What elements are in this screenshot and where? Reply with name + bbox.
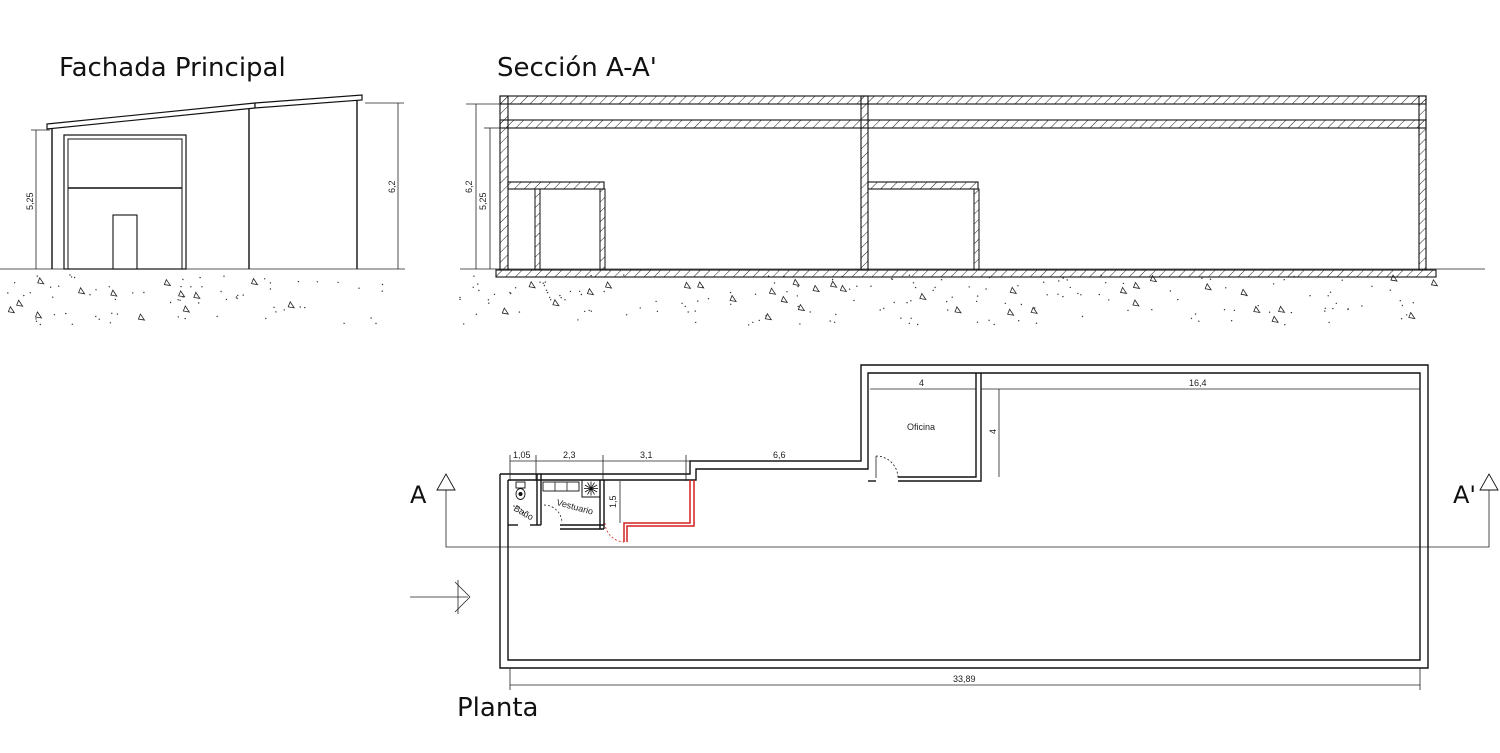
dim-bath-width: 1,05 (513, 450, 531, 460)
section-floor-slab (495, 269, 1437, 278)
section-cut-line (445, 490, 1490, 548)
section-arrow-right (1479, 473, 1499, 491)
plan-outer-wall (499, 364, 1429, 669)
facade-roof-left (46, 102, 256, 130)
dim-office-depth: 4 (988, 429, 998, 434)
office-door-swing (875, 455, 899, 479)
section-low-room-1-wall-a (534, 188, 541, 271)
section-office-wall (973, 188, 980, 271)
section-low-room-1-slab (507, 181, 605, 190)
dim-storage-width: 3,1 (640, 450, 653, 460)
section-arrow-left (436, 473, 456, 491)
dim-locker-width: 2,3 (563, 450, 576, 460)
plan-title: Planta (457, 693, 538, 723)
shower-drain-icon (584, 481, 598, 496)
dim-corridor-width: 6,6 (773, 450, 786, 460)
lockers-icon (542, 481, 580, 492)
section-office-slab (867, 181, 979, 190)
office-wall (898, 373, 977, 478)
facade-roof-right (254, 94, 363, 109)
facade-low-height-label: 5,25 (25, 192, 35, 210)
bath-label: Baño (512, 503, 535, 522)
section-middle-wall (860, 95, 869, 271)
section-right-wall (1418, 95, 1427, 271)
section-mark-left: A (410, 481, 427, 509)
section-mark-right: A' (1453, 481, 1476, 509)
ground (0, 268, 1485, 326)
floor-plan: Oficina Vestuario Baño 1, (410, 364, 1499, 690)
section-roof-top (499, 95, 1427, 105)
storage-wall-highlight (623, 480, 691, 542)
facade-door (112, 214, 138, 270)
office-label: Oficina (907, 422, 935, 432)
shower-icon (581, 479, 601, 498)
section-total-height-label: 6,2 (464, 180, 474, 193)
section-view: 6,2 5,25 (464, 95, 1437, 278)
facade-elevation: 5,25 6,2 (25, 94, 404, 270)
entrance-arrow-icon (410, 580, 471, 614)
facade-high-height-label: 6,2 (387, 180, 397, 193)
section-title: Sección A-A' (497, 53, 657, 83)
plan-inner-wall (507, 372, 1421, 661)
section-roof-lower (499, 119, 1427, 129)
dim-right-width: 16,4 (1189, 378, 1207, 388)
dim-total-length: 33,89 (953, 674, 976, 684)
soil-texture (7, 274, 1439, 326)
locker-room-label: Vestuario (555, 497, 594, 516)
toilet-icon (515, 481, 526, 489)
storage-door-swing (604, 522, 625, 543)
section-wall-height-label: 5,25 (478, 192, 488, 210)
section-left-wall (499, 95, 509, 271)
section-low-room-1-wall-b (599, 188, 606, 271)
facade-title: Fachada Principal (59, 53, 286, 83)
dim-office-width: 4 (919, 378, 924, 388)
dim-storage-depth: 1,5 (608, 495, 618, 508)
